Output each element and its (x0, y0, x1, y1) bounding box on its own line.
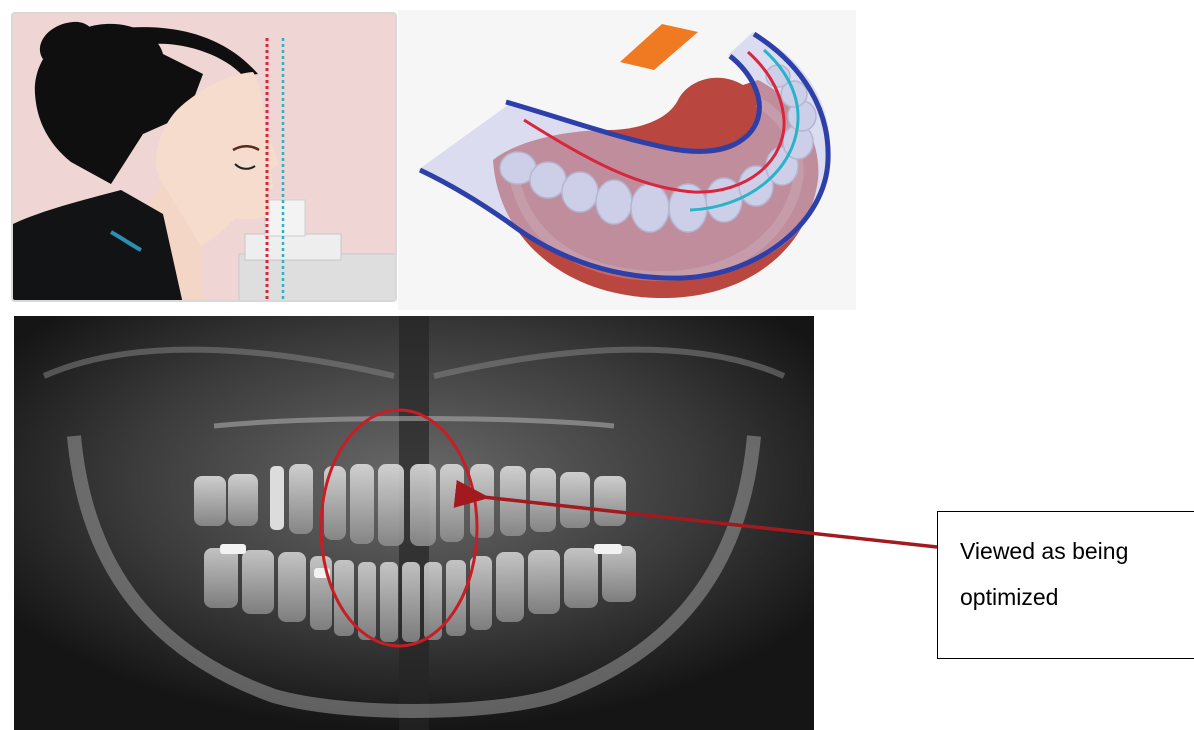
xray-svg (14, 316, 814, 730)
panoramic-xray-image (14, 316, 814, 730)
callout-box: Viewed as being optimized (937, 511, 1194, 659)
arch-band (418, 32, 830, 280)
device-base (239, 254, 397, 302)
patient-profile-svg (13, 14, 397, 302)
dental-arch-svg (398, 10, 856, 310)
device-chinrest (245, 234, 341, 260)
device-bite (265, 200, 305, 236)
patient-profile-illustration (11, 12, 397, 302)
orange-tab (620, 24, 698, 70)
dental-arch-illustration (398, 10, 856, 310)
callout-text: Viewed as being optimized (960, 528, 1190, 620)
